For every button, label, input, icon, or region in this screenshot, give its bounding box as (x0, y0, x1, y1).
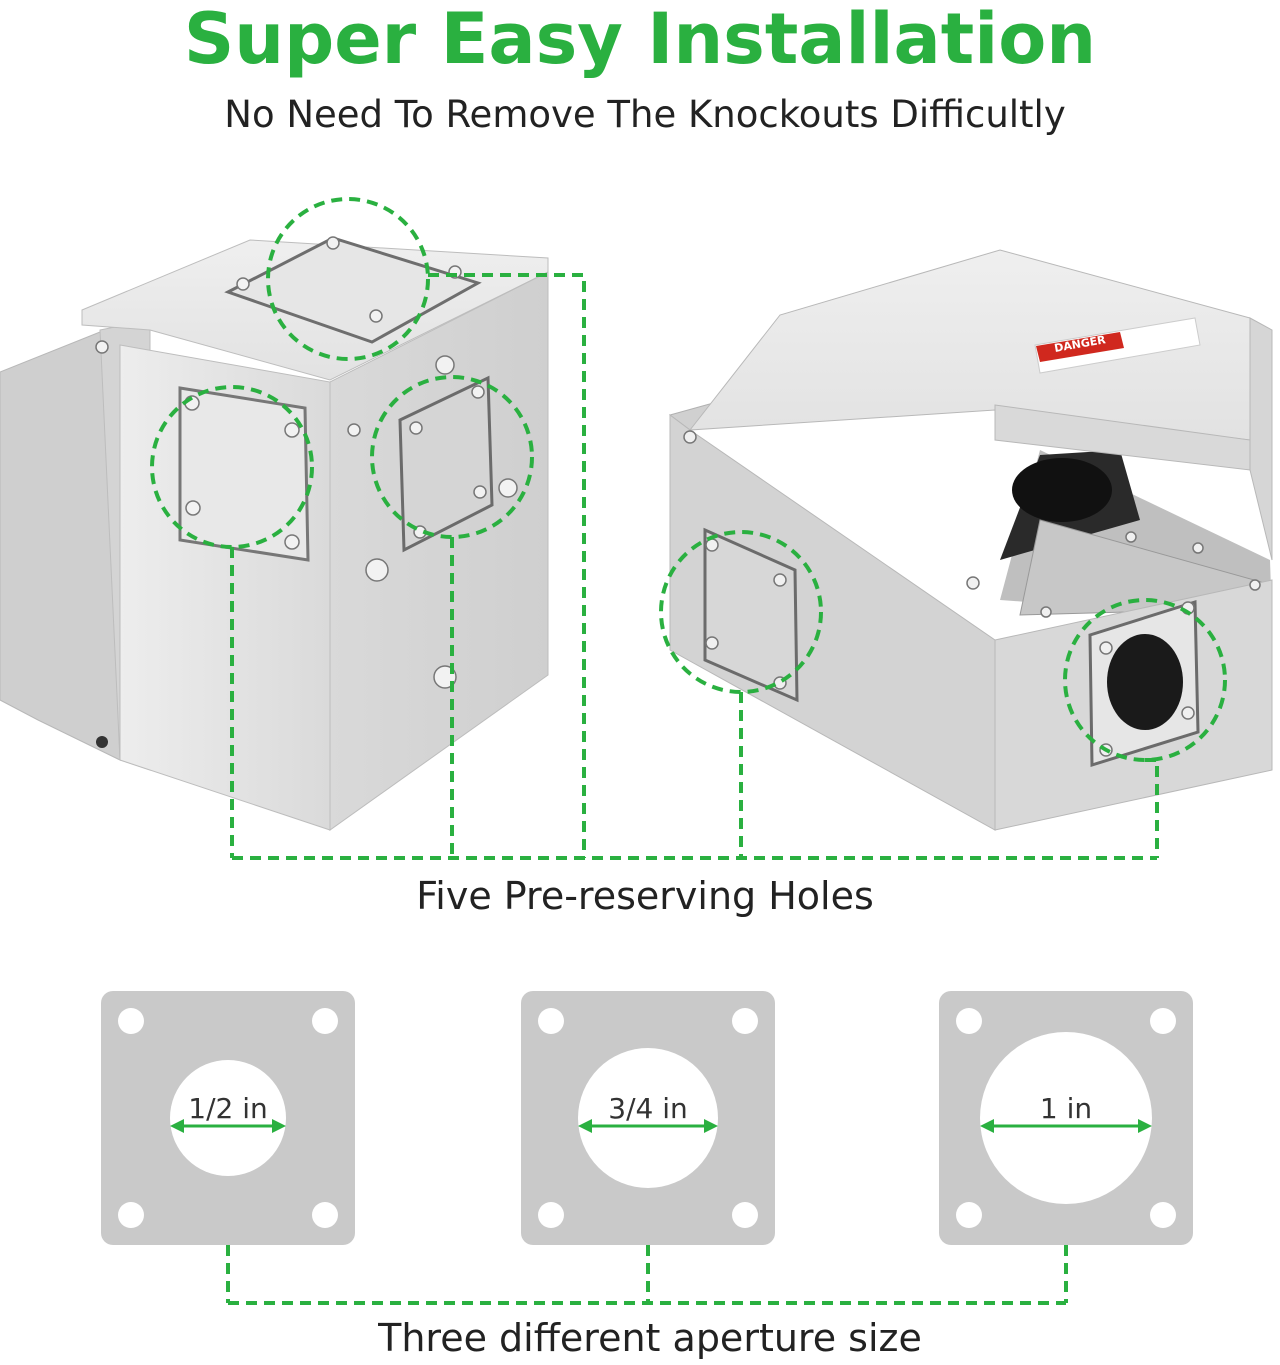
page-title: Super Easy Installation (183, 0, 1097, 80)
plate-label-three-quarter-inch: 3/4 in (608, 1092, 688, 1125)
plate-label-half-inch: 1/2 in (188, 1092, 268, 1125)
page-subtitle: No Need To Remove The Knockouts Difficul… (224, 93, 1066, 136)
plate-one-inch (939, 991, 1193, 1245)
hole-callouts (150, 197, 1227, 860)
right-enclosure: DANGER (668, 249, 1273, 831)
plate-three-quarter-inch (521, 991, 775, 1245)
plate-callouts (226, 1245, 1068, 1305)
plate-half-inch (101, 991, 355, 1245)
holes-caption: Five Pre-reserving Holes (416, 874, 874, 918)
plates-caption: Three different aperture size (378, 1316, 922, 1360)
plate-label-one-inch: 1 in (1039, 1092, 1093, 1125)
